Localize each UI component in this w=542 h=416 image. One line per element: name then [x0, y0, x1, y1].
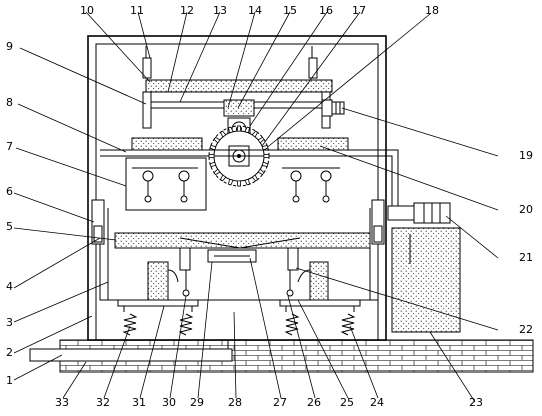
label-29: 29 [190, 396, 204, 409]
label-14: 14 [248, 4, 262, 17]
lower-tank [91, 199, 385, 301]
label-32: 32 [96, 396, 110, 409]
label-12: 12 [180, 4, 194, 17]
leader-lines [13, 11, 499, 403]
labels-left: 9 8 7 6 5 4 3 2 1 [6, 40, 13, 387]
gear-tooth [244, 126, 250, 134]
label-3: 3 [6, 316, 13, 329]
grinding-box [125, 157, 340, 211]
outer-housing [87, 35, 387, 341]
gear-teeth [208, 125, 270, 187]
label-17: 17 [352, 4, 366, 17]
gear-tooth [244, 178, 250, 186]
label-20: 20 [519, 203, 533, 216]
support-brackets [147, 247, 329, 301]
gear-tooth [208, 153, 215, 159]
label-25: 25 [340, 396, 354, 409]
gear-tooth [209, 145, 217, 151]
gear-tooth [261, 145, 269, 151]
gear-tooth [209, 161, 217, 167]
label-24: 24 [370, 396, 384, 409]
gear-tooth [257, 136, 265, 144]
gear-tooth [213, 168, 221, 176]
gear-tooth [236, 180, 242, 187]
labels-top: 10 11 12 13 14 15 16 17 18 [80, 4, 439, 17]
label-26: 26 [307, 396, 321, 409]
labels-right: 19 20 21 22 23 [469, 149, 533, 409]
spring-assembly [117, 299, 361, 336]
label-15: 15 [283, 4, 297, 17]
gear-tooth [261, 161, 269, 167]
label-1: 1 [6, 374, 13, 387]
screen-plate [114, 232, 371, 263]
gear-tooth [213, 136, 221, 144]
gear-tooth [263, 153, 270, 159]
label-9: 9 [6, 40, 13, 53]
label-27: 27 [273, 396, 287, 409]
label-10: 10 [80, 4, 94, 17]
labels-bottom: 33 32 31 30 29 28 27 26 25 24 [55, 396, 384, 409]
gear-tooth [219, 174, 227, 182]
label-7: 7 [6, 140, 13, 153]
label-13: 13 [213, 4, 227, 17]
gear-tooth [251, 174, 259, 182]
label-22: 22 [519, 323, 533, 336]
label-21: 21 [519, 251, 533, 264]
gear-tooth [219, 130, 227, 138]
label-31: 31 [132, 396, 146, 409]
crossbar [100, 137, 374, 157]
label-2: 2 [6, 346, 13, 359]
gear-tooth [236, 125, 242, 132]
label-5: 5 [6, 220, 13, 233]
label-6: 6 [6, 185, 13, 198]
label-23: 23 [469, 396, 483, 409]
label-8: 8 [6, 96, 13, 109]
gear-tooth [251, 130, 259, 138]
label-4: 4 [6, 280, 13, 293]
label-11: 11 [130, 4, 144, 17]
label-28: 28 [228, 396, 242, 409]
top-motor [321, 99, 345, 117]
drain-pipe [29, 341, 233, 362]
label-18: 18 [425, 4, 439, 17]
gear-tooth [257, 168, 265, 176]
gear-tooth [228, 178, 234, 186]
label-33: 33 [55, 396, 69, 409]
label-19: 19 [519, 149, 533, 162]
gear-tooth [228, 126, 234, 134]
label-30: 30 [162, 396, 176, 409]
label-16: 16 [319, 4, 333, 17]
